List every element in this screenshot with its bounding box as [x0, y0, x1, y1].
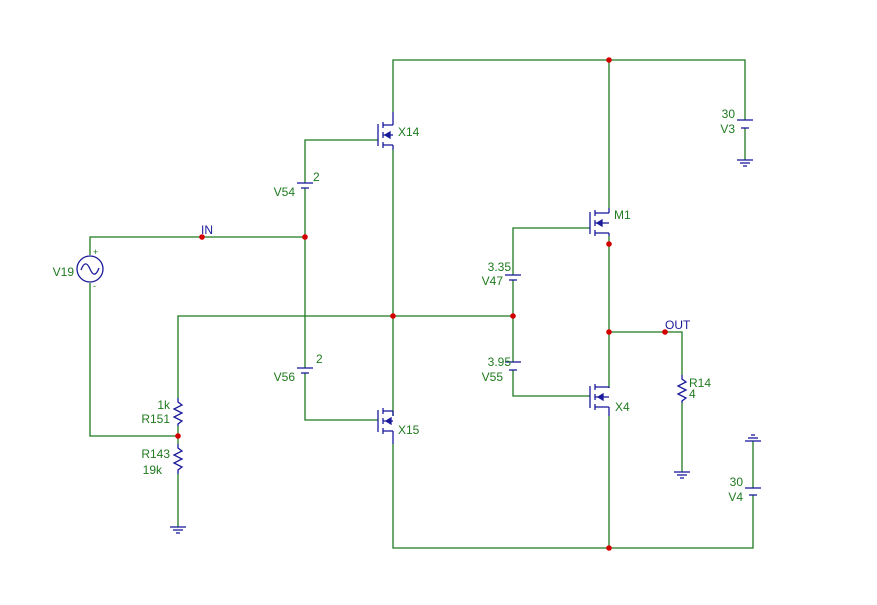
label-v4-name: V4 [728, 490, 743, 504]
wire-in [89, 236, 305, 255]
battery-v47-icon [505, 274, 521, 281]
label-r151-value: 1k [157, 398, 171, 412]
label-v56-name: V56 [274, 370, 296, 384]
mosfet-m1-icon [589, 208, 610, 236]
label-v19-plus: + [93, 247, 98, 257]
wire-out-r14 [609, 331, 683, 375]
junction-dot [302, 234, 308, 240]
resistor-r143-icon [172, 444, 184, 474]
wire-bottom-rail [392, 444, 754, 549]
label-v56-value: 2 [316, 352, 323, 366]
label-v55-value: 3.95 [488, 355, 512, 369]
label-v19-name: V19 [53, 265, 75, 279]
label-r143-name: R143 [141, 447, 170, 461]
resistor-r14-icon [676, 375, 688, 403]
mosfet-x4-icon [589, 384, 610, 416]
label-v47-value: 3.35 [488, 260, 512, 274]
label-r151-name: R151 [141, 412, 170, 426]
ground-v4-icon [745, 434, 761, 442]
mosfet-x14-icon [377, 112, 394, 150]
label-v19-minus: - [93, 281, 96, 291]
label-r143-value: 19k [143, 463, 163, 477]
label-v47-name: V47 [482, 274, 504, 288]
label-x15: X15 [398, 423, 420, 437]
ac-source-v19-icon [76, 255, 104, 283]
label-v3-name: V3 [720, 122, 735, 136]
junction-dot [199, 234, 205, 240]
junction-dot [662, 329, 668, 335]
junction-dot [175, 433, 181, 439]
junction-dot [510, 313, 516, 319]
junction-dot [390, 313, 396, 319]
label-v54-value: 2 [313, 170, 320, 184]
battery-v55-icon [505, 361, 521, 371]
junction-dot [606, 241, 612, 247]
wire-v54-x14-gate [304, 139, 378, 183]
junction-dot [606, 57, 612, 63]
ground-v3-icon [737, 159, 753, 167]
label-v55-name: V55 [482, 370, 504, 384]
label-r14-name: R14 [689, 376, 711, 390]
ground-r14-icon [674, 471, 690, 479]
net-label-out: OUT [665, 318, 691, 332]
battery-v54-icon [297, 182, 313, 189]
wires [89, 59, 754, 549]
label-v3-value: 30 [722, 107, 736, 121]
wire-v55-x4-gate [512, 370, 590, 397]
ground-r143-icon [170, 526, 186, 534]
wire-v47-m1-gate [512, 227, 590, 275]
wire-top-rail [392, 59, 746, 120]
label-v4-value: 30 [730, 475, 744, 489]
wire-v56-x15-gate [304, 373, 378, 421]
battery-v3-icon [737, 119, 753, 129]
label-x14: X14 [398, 125, 420, 139]
label-v54-name: V54 [274, 185, 296, 199]
junction-dot [606, 545, 612, 551]
junction-dot [606, 329, 612, 335]
label-x4: X4 [615, 400, 630, 414]
label-r14-value: 4 [689, 387, 696, 401]
wire-feedback [177, 315, 513, 398]
mosfet-x15-icon [377, 408, 394, 444]
wire-v19-minus [89, 283, 178, 437]
net-label-in: IN [201, 223, 213, 237]
resistor-r151-icon [172, 398, 184, 426]
battery-v4-icon [745, 487, 761, 496]
label-m1: M1 [614, 208, 631, 222]
junctions [175, 57, 668, 551]
battery-v56-icon [297, 367, 313, 374]
